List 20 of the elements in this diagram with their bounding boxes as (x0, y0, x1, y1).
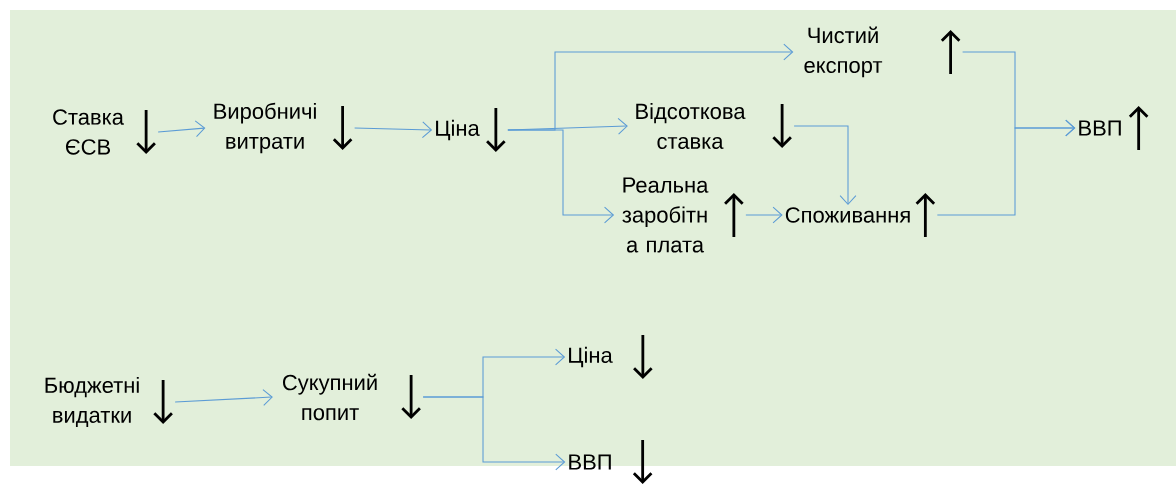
node-label: ВВП (569, 454, 611, 470)
arrow (157, 120, 206, 138)
node-label: Відсоткова ставка (636, 103, 746, 149)
node-label: Бюджетні видатки (45, 376, 139, 428)
node-label: Сукупний попит (283, 373, 377, 421)
arrow (507, 129, 615, 224)
node-label: Виробничі витрати (214, 102, 316, 154)
node-label: Споживання (785, 207, 910, 223)
node-label: Ціна (569, 346, 613, 368)
node-label: Ставка ЄСВ (53, 109, 124, 155)
arrow (793, 125, 857, 206)
arrow (936, 119, 1076, 216)
arrow (422, 396, 566, 471)
node-label: Ціна (436, 119, 480, 141)
node-label: ВВП (1079, 120, 1121, 136)
node-label: Чистий експорт (804, 26, 883, 78)
arrow (354, 121, 433, 139)
arrow (745, 206, 783, 224)
node-label: Реальна заробітн а плата (622, 177, 709, 253)
arrow (174, 389, 273, 406)
